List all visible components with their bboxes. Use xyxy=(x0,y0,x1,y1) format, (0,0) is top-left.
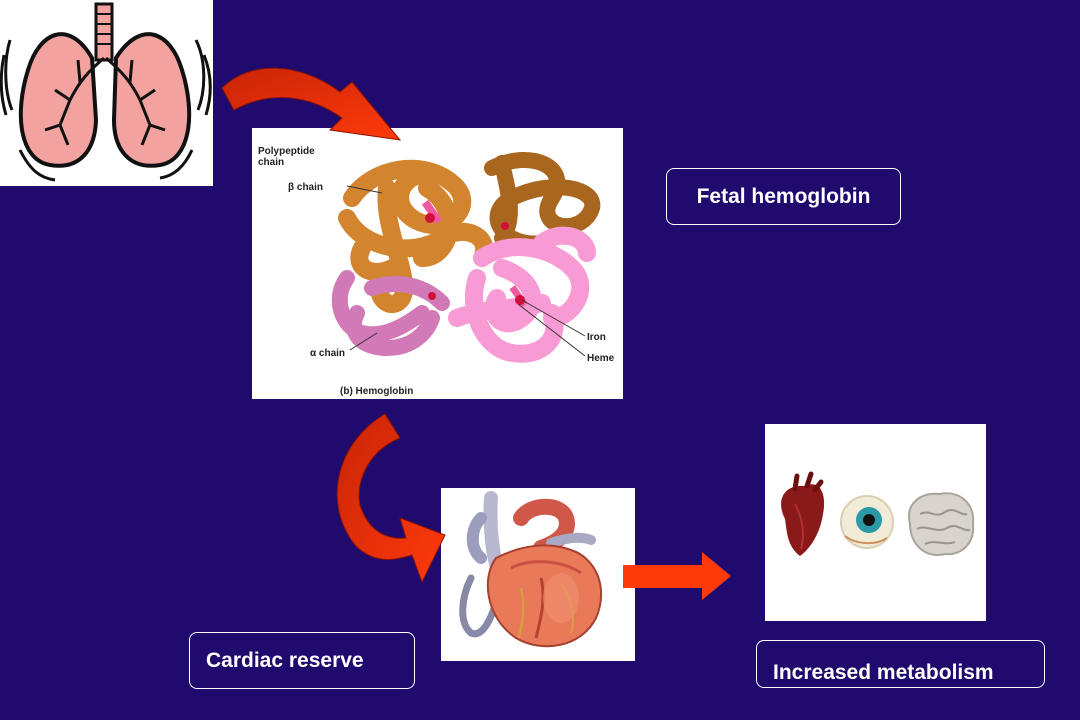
arrow-heart-to-organs xyxy=(623,552,731,600)
cardiac-reserve-label: Cardiac reserve xyxy=(189,632,415,689)
heme-groups xyxy=(421,199,528,308)
fetal-hemoglobin-label: Fetal hemoglobin xyxy=(666,168,901,225)
alpha-chain-label: α chain xyxy=(310,348,345,359)
iron-label: Iron xyxy=(587,332,606,343)
lungs-image xyxy=(0,0,213,186)
polypeptide-label: Polypeptide xyxy=(258,146,315,157)
hemoglobin-diagram: Polypeptide chain β chain α chain Iron H… xyxy=(252,128,623,399)
increased-metabolism-text: Increased metabolism xyxy=(773,661,994,684)
cardiac-reserve-text: Cardiac reserve xyxy=(206,648,364,672)
beta-chain-label: β chain xyxy=(288,182,323,193)
lungs-icon xyxy=(0,2,212,182)
increased-metabolism-label: Increased metabolism xyxy=(756,640,1045,688)
fetal-hemoglobin-text: Fetal hemoglobin xyxy=(696,184,871,208)
hemoglobin-caption: (b) Hemoglobin xyxy=(340,386,413,397)
leader-lines xyxy=(346,185,586,357)
heart-icon xyxy=(459,491,603,648)
brain-icon xyxy=(908,492,975,556)
heart-organ-icon xyxy=(781,471,825,556)
curved-arrow-lungs-to-hemoglobin xyxy=(221,67,402,141)
organs-image xyxy=(765,424,986,621)
curved-arrow-hemoglobin-to-heart xyxy=(336,413,446,584)
alpha-chain-left xyxy=(331,270,450,356)
heme-label: Heme xyxy=(587,353,615,364)
heart-image xyxy=(441,488,635,661)
beta-chain xyxy=(338,159,494,313)
beta-chain-back xyxy=(484,152,601,252)
organs-icon xyxy=(781,471,975,556)
eye-icon xyxy=(840,495,894,549)
alpha-chain-right xyxy=(448,226,596,363)
polypeptide-label-2: chain xyxy=(258,157,284,168)
